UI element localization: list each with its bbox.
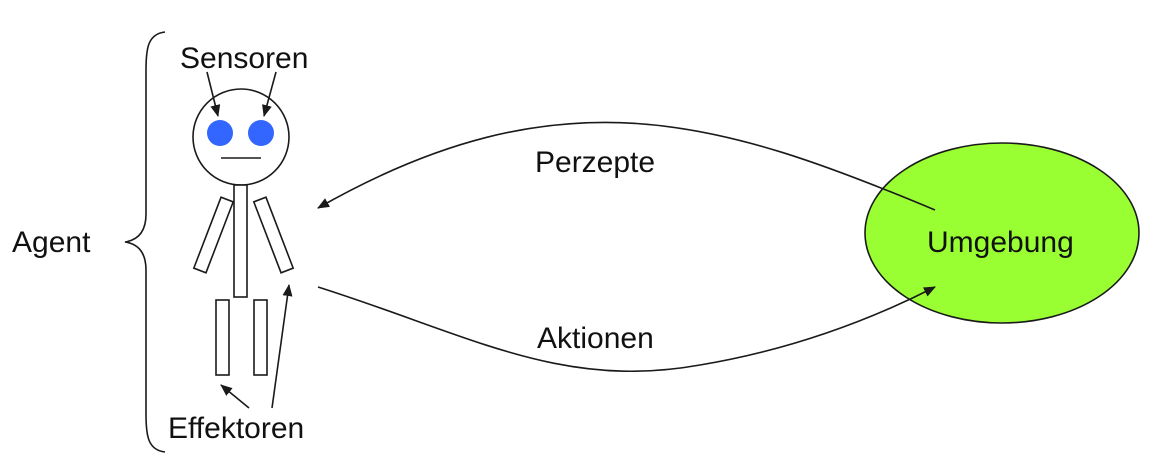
effectors-label: Effektoren: [168, 412, 304, 445]
percepts-label: Perzepte: [535, 146, 655, 179]
agent-figure: [192, 88, 295, 376]
effector-arrow-leg: [220, 384, 250, 409]
right-eye-sensor: [248, 120, 274, 146]
torso: [233, 184, 248, 298]
effector-arrow-arm: [271, 284, 293, 409]
agent-label: Agent: [12, 226, 91, 259]
actions-label: Aktionen: [537, 322, 654, 355]
agent-brace: [124, 31, 166, 453]
sensor-arrow-right: [262, 71, 277, 117]
right-leg: [253, 299, 268, 376]
environment-label: Umgebung: [927, 226, 1074, 259]
right-arm: [252, 196, 295, 274]
environment-ellipse: [864, 142, 1140, 324]
percepts-arrow: [317, 121, 936, 211]
sensors-label: Sensoren: [180, 42, 308, 75]
head: [192, 88, 290, 186]
left-arm: [192, 196, 235, 274]
left-leg: [215, 299, 230, 376]
actions-arrow: [317, 286, 936, 372]
left-eye-sensor: [207, 120, 233, 146]
sensor-arrow-left: [206, 71, 221, 117]
